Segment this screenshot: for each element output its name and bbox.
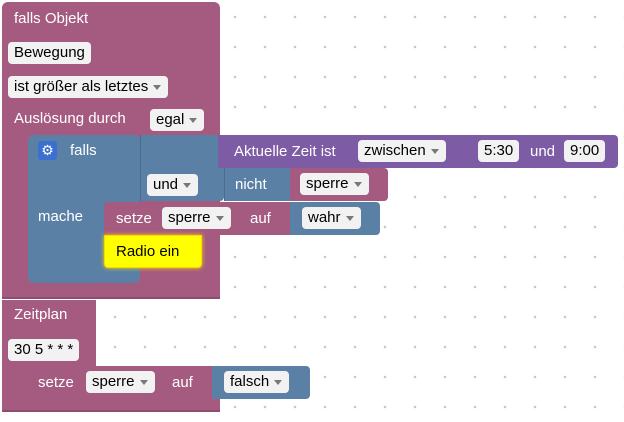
cron-field[interactable]: 30 5 * * * — [8, 339, 80, 361]
time-label: Aktuelle Zeit ist — [234, 143, 336, 160]
do-label: mache — [38, 208, 84, 225]
and-operator-dropdown[interactable]: und — [147, 174, 199, 196]
logic-and-block[interactable]: und — [140, 135, 224, 201]
boolean-dropdown-1[interactable]: wahr — [302, 207, 361, 229]
trigger-by-dropdown[interactable]: egal — [150, 109, 205, 131]
comment-text: Radio ein — [116, 243, 180, 260]
logic-not-block[interactable]: nicht — [224, 168, 298, 201]
if-label: falls — [70, 142, 97, 159]
set-label-1: setze — [116, 210, 152, 227]
set-variable-dropdown-2[interactable]: sperre — [86, 371, 155, 393]
schedule-block-bottom-edge — [2, 410, 220, 412]
time-mode-dropdown[interactable]: zwischen — [358, 140, 446, 162]
variable-block[interactable]: sperre — [290, 168, 388, 201]
time-compare-block[interactable]: Aktuelle Zeit ist zwischen 5:30 und 9:00 — [218, 135, 618, 168]
set-variable-block-2[interactable]: setze sperre auf — [28, 366, 222, 399]
comment-block[interactable]: Radio ein — [104, 235, 202, 268]
not-label: nicht — [235, 176, 267, 193]
schedule-block-bottom — [2, 398, 220, 412]
trigger-title: falls Objekt — [14, 10, 89, 27]
time-to-field[interactable]: 9:00 — [564, 140, 606, 162]
to-label-2: auf — [172, 374, 193, 391]
not-variable-dropdown[interactable]: sperre — [300, 173, 369, 195]
to-label-1: auf — [250, 210, 271, 227]
schedule-title: Zeitplan — [14, 306, 68, 323]
time-from-field[interactable]: 5:30 — [478, 140, 520, 162]
trigger-block-bottom-edge — [2, 297, 220, 299]
trigger-by-label: Auslösung durch — [14, 110, 126, 127]
set-variable-block-1[interactable]: setze sperre auf — [104, 202, 300, 235]
boolean-block-1[interactable]: wahr — [290, 202, 380, 235]
boolean-block-2[interactable]: falsch — [212, 366, 310, 399]
boolean-dropdown-2[interactable]: falsch — [224, 371, 290, 393]
condition-dropdown[interactable]: ist größer als letztes — [8, 76, 169, 98]
gear-icon[interactable]: ⚙ — [38, 141, 57, 160]
set-variable-dropdown-1[interactable]: sperre — [162, 207, 231, 229]
set-label-2: setze — [38, 374, 74, 391]
object-dropdown[interactable]: Bewegung — [8, 42, 91, 64]
time-and-label: und — [530, 143, 556, 160]
trigger-block-bottom — [2, 286, 220, 299]
